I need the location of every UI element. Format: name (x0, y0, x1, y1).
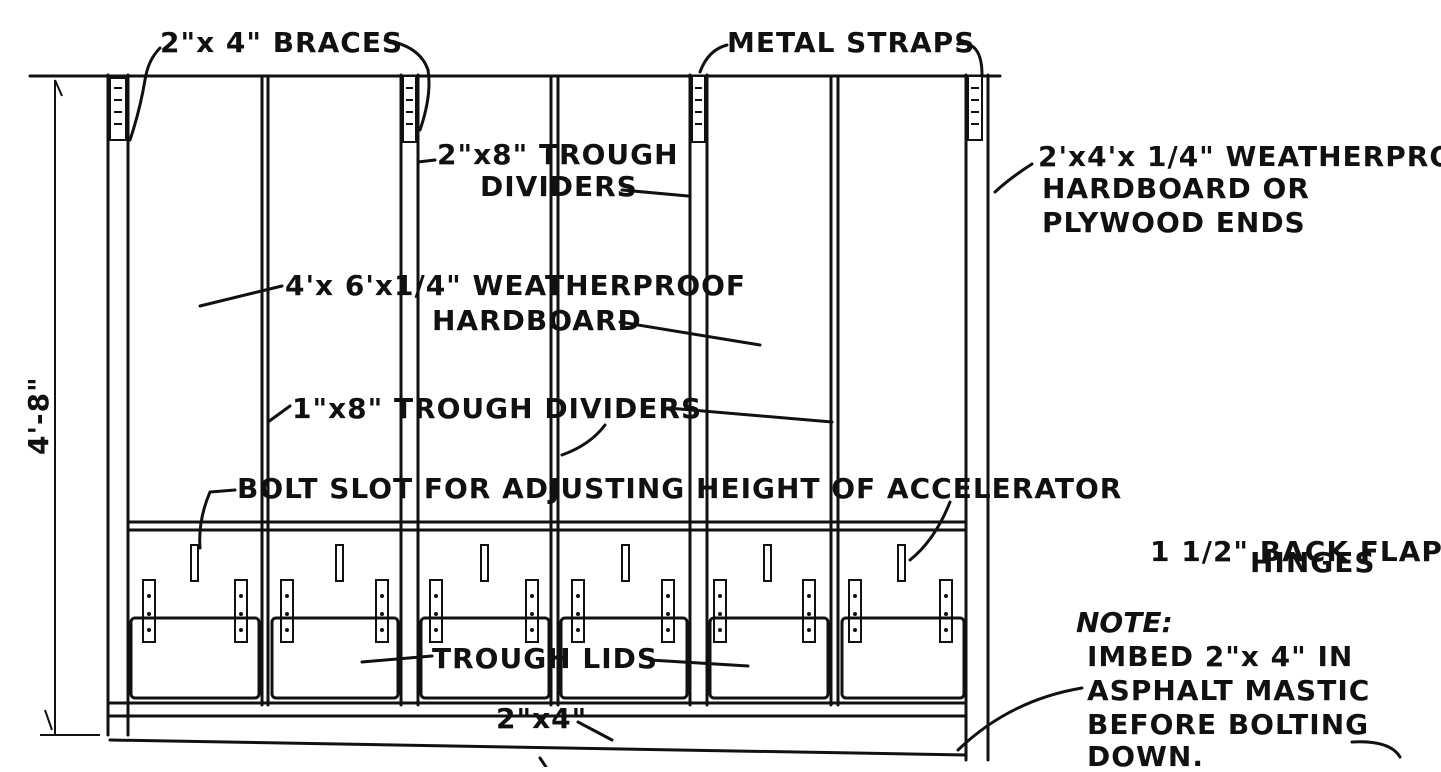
hinge-bolt-dots (147, 594, 948, 632)
label-panel-line1: 4'x 6'x1/4" WEATHERPROOF (285, 269, 746, 302)
divider-1x8-b (829, 76, 840, 707)
label-ends-line3: PLYWOOD ENDS (1042, 206, 1306, 239)
label-ends-line1: 2'x4'x 1/4" WEATHERPROOF (1038, 140, 1441, 173)
label-trough-dividers-2x8-line2: DIVIDERS (480, 170, 638, 203)
note-line2: ASPHALT MASTIC (1087, 674, 1370, 707)
note-title: NOTE: (1076, 606, 1173, 639)
divider-2x8-b (688, 73, 709, 707)
trough-lids (129, 616, 966, 700)
dimension-arrow-top (54, 79, 63, 97)
label-panel-line2: HARDBOARD (432, 304, 642, 337)
divider-2x8-a (399, 73, 420, 707)
bolt-slots (190, 544, 906, 582)
label-base-2x4: 2"x4" (496, 702, 587, 735)
right-post (964, 73, 990, 762)
leader-lines (128, 38, 1402, 759)
height-dimension-label: 4'-8" (22, 376, 55, 455)
dimension-arrow-bottom (44, 709, 53, 731)
label-hinges-line1: 1 1/2" BACK FLAP (1150, 535, 1441, 568)
base-2x4 (108, 701, 968, 769)
label-braces: 2"x 4" BRACES (160, 26, 403, 59)
divider-1x8-center (549, 76, 560, 707)
note-line1: IMBED 2"x 4" IN (1087, 640, 1353, 673)
label-hinges-line2: HINGES (1250, 546, 1376, 579)
metal-strap (402, 75, 417, 143)
label-trough-dividers-2x8-line1: 2"x8" TROUGH (437, 138, 679, 171)
label-trough-lids: TROUGH LIDS (432, 642, 658, 675)
hinges (142, 579, 953, 643)
label-ends-line2: HARDBOARD OR (1042, 172, 1310, 205)
metal-strap (691, 75, 706, 143)
divider-1x8-a (260, 76, 270, 707)
note-line3: BEFORE BOLTING (1087, 708, 1369, 741)
label-trough-dividers-1x8: 1"x8" TROUGH DIVIDERS (292, 392, 702, 425)
accelerator-band (126, 520, 968, 532)
height-dimension: 4'-8" (22, 79, 100, 736)
label-metal-straps: METAL STRAPS (727, 26, 975, 59)
left-post (106, 73, 130, 737)
note-line4: DOWN. (1087, 740, 1204, 767)
label-bolt-slot: BOLT SLOT FOR ADJUSTING HEIGHT OF ACCELE… (237, 472, 1122, 505)
metal-strap (967, 75, 983, 141)
